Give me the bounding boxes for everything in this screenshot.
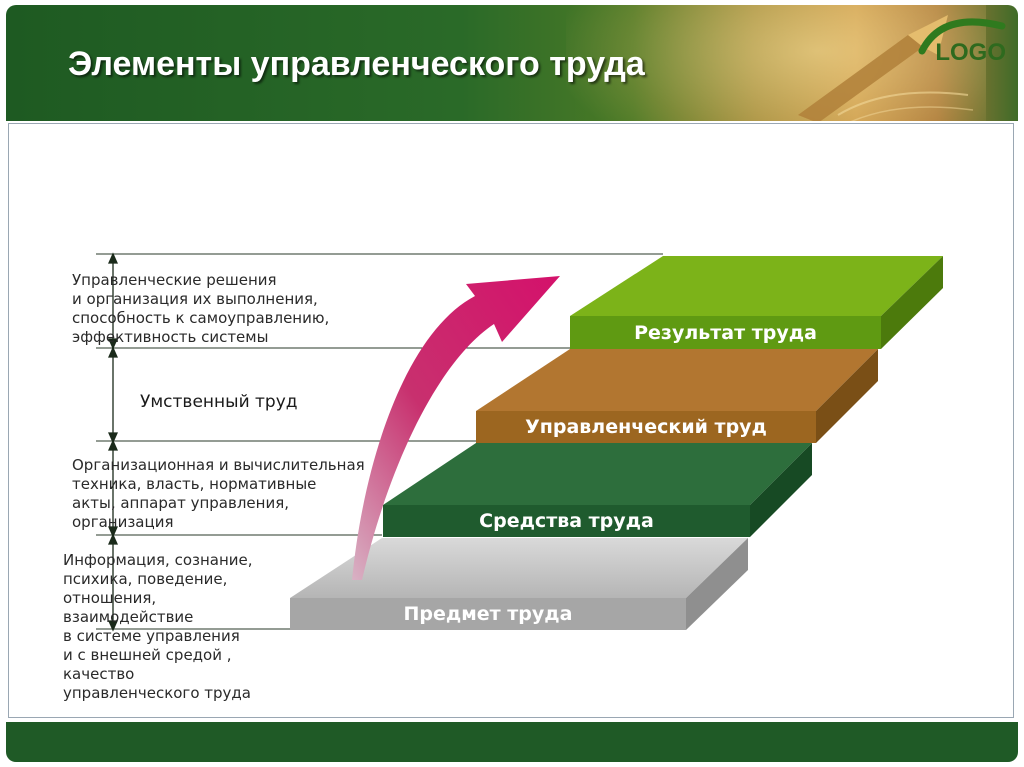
- step-managerial-labor: [476, 349, 878, 443]
- label-information: Информация, сознание, психика, поведение…: [63, 551, 253, 702]
- guide-lines: [96, 253, 663, 630]
- step-result-of-labor: [570, 256, 943, 349]
- slide-title: Элементы управленческого труда: [68, 45, 645, 83]
- step-label-subject: Предмет труда: [403, 603, 573, 625]
- step-means-of-labor: [383, 443, 812, 537]
- growth-arrow: [352, 276, 560, 580]
- fountain-pen-icon: [798, 15, 974, 121]
- logo-swoosh-icon: [918, 18, 1006, 55]
- step-subject-of-labor: [290, 538, 748, 630]
- logo-text: LOGO: [935, 39, 1006, 66]
- label-decisions: Управленческие решения и организация их …: [72, 271, 330, 346]
- label-mental-labor: Умственный труд: [140, 392, 298, 412]
- step-label-means: Средства труда: [479, 510, 654, 532]
- step-label-managerial: Управленческий труд: [525, 416, 767, 438]
- dimension-arrows: [107, 252, 119, 632]
- label-technology: Организационная и вычислительная техника…: [72, 456, 365, 531]
- step-label-result: Результат труда: [634, 322, 817, 344]
- title-banner: LOGO Элементы управленческого труда: [6, 5, 1018, 121]
- banner-glow: [566, 5, 986, 121]
- footer-bar: [6, 722, 1018, 762]
